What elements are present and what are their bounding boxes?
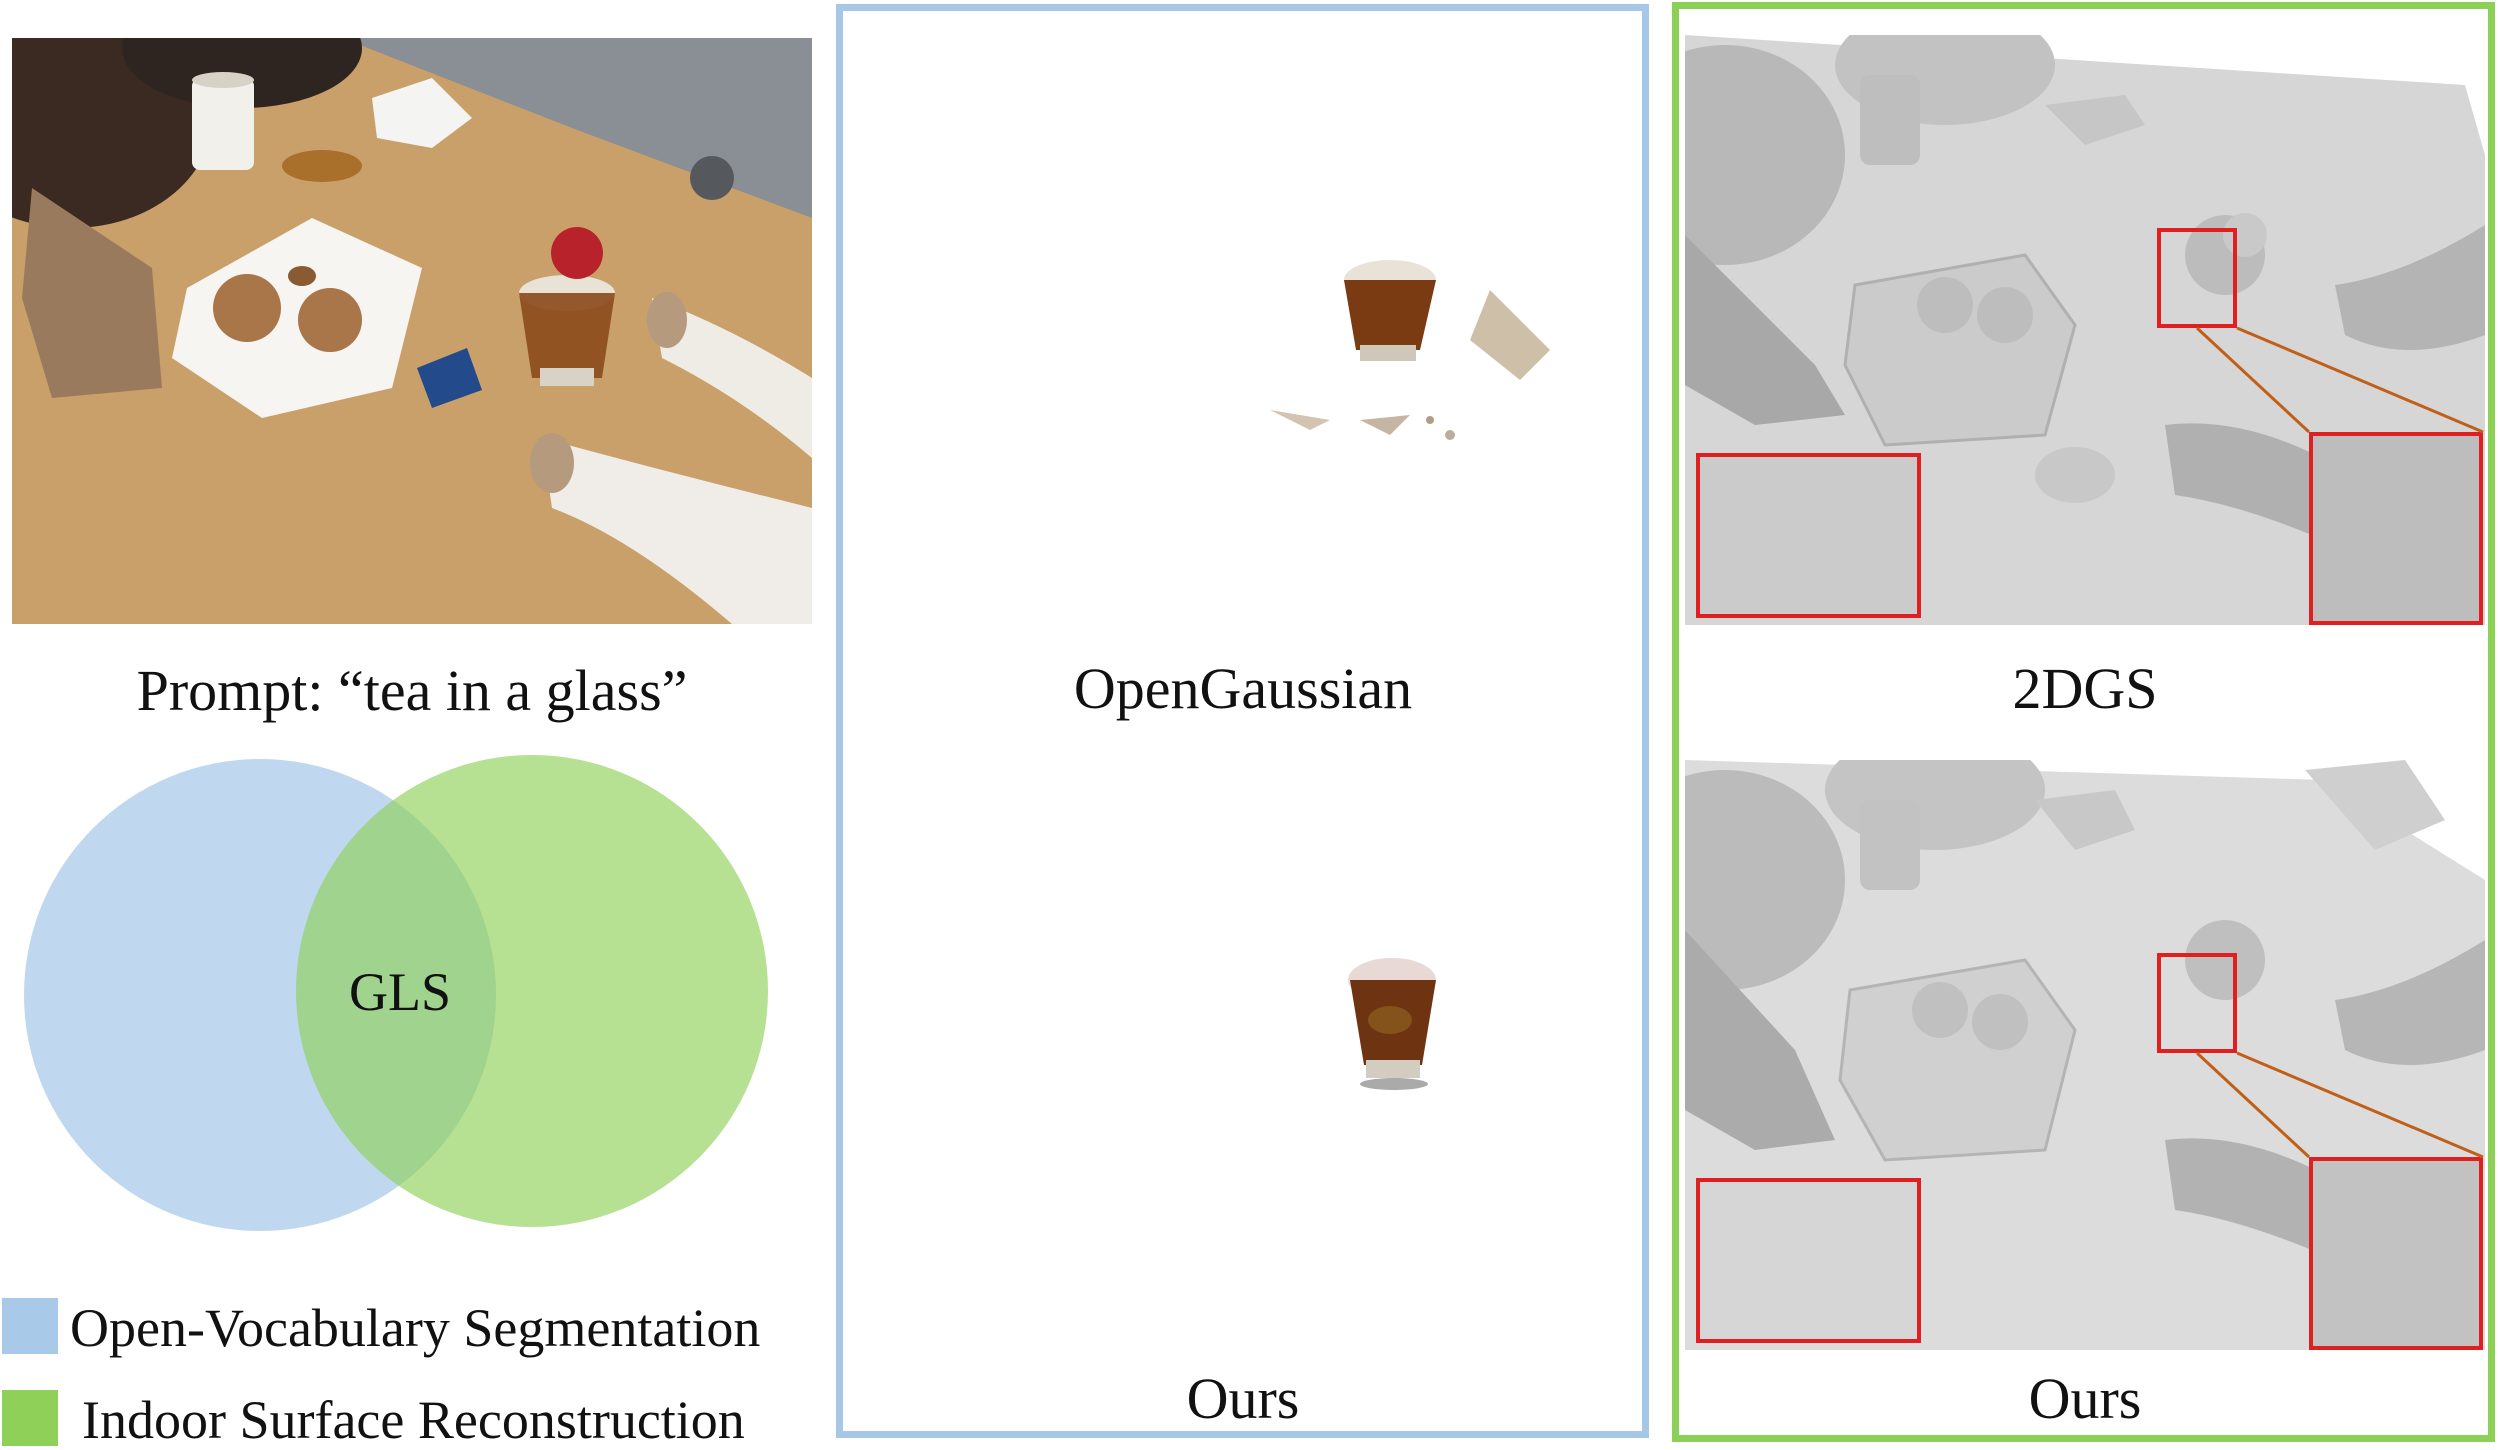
2dgs-caption: 2DGS (2012, 656, 2158, 721)
2dgs-mesh-render (1685, 35, 2485, 625)
ours-segmentation-render (1330, 950, 1460, 1100)
ours-zoom-box-cup (2309, 1157, 2483, 1350)
legend-label-reconstruction: Indoor Surface Reconstruction (82, 1390, 745, 1450)
legend-swatch-segmentation (2, 1298, 58, 1354)
ours-reconstruction-caption: Ours (2028, 1366, 2142, 1431)
ours-zoom-box-floor (1696, 1178, 1921, 1343)
opengaussian-segmentation-render (1250, 220, 1580, 450)
ours-segmentation-caption: Ours (1186, 1366, 1300, 1431)
ours-zoom-source-box-cup (2157, 953, 2237, 1053)
legend-swatch-reconstruction (2, 1390, 58, 1446)
2dgs-zoom-source-box-cup (2157, 228, 2237, 328)
ours-mesh-render (1685, 760, 2485, 1350)
venn-diagram (20, 755, 780, 1235)
2dgs-zoom-box-floor (1696, 453, 1921, 618)
2dgs-zoom-box-cup (2309, 432, 2483, 625)
prompt-caption: Prompt: “tea in a glass” (136, 658, 688, 723)
input-scene-photo (12, 38, 812, 624)
opengaussian-caption: OpenGaussian (1073, 656, 1413, 721)
legend-label-segmentation: Open-Vocabulary Segmentation (70, 1298, 761, 1358)
segmentation-panel (836, 4, 1649, 1438)
venn-center-label: GLS (348, 962, 451, 1022)
reconstruction-panel (1672, 2, 2495, 1442)
